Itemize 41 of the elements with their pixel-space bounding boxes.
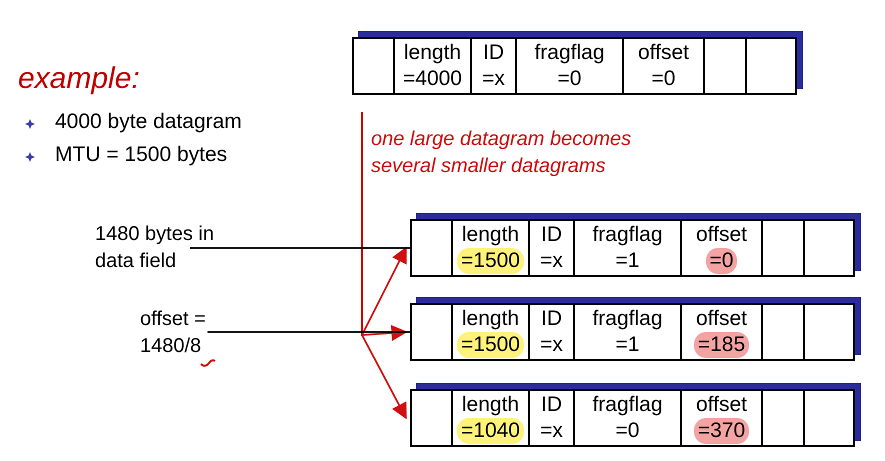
field-name: ID: [541, 222, 562, 248]
field-name: ID: [483, 40, 504, 66]
bullet-text: 4000 byte datagram: [55, 110, 242, 134]
field-value: =1: [616, 332, 640, 358]
field-name: offset: [696, 392, 747, 418]
field-name: length: [462, 306, 520, 332]
field-value: =x: [540, 332, 563, 358]
highlighted-value: =1500: [457, 332, 524, 358]
field-name: fragflag: [592, 222, 663, 248]
highlighted-value: =1040: [457, 418, 524, 444]
field-name: fragflag: [592, 392, 663, 418]
highlighted-value: =185: [694, 332, 750, 358]
highlighted-value: =0: [706, 248, 738, 274]
leader-line: [208, 331, 410, 333]
field-name: ID: [541, 306, 562, 332]
field-name: fragflag: [592, 306, 663, 332]
field-value: =0: [616, 418, 640, 444]
field-name: length: [462, 222, 520, 248]
field-name: ID: [541, 392, 562, 418]
annotation-text: 1480 bytes in data field: [95, 221, 245, 275]
leader-line: [190, 247, 410, 249]
field-value: =0: [652, 66, 676, 92]
field-value: =1: [616, 248, 640, 274]
field-value: =0: [558, 66, 582, 92]
field-value: =x: [540, 248, 563, 274]
field-name: length: [462, 392, 520, 418]
highlighted-value: =370: [694, 418, 750, 444]
annotation-text: offset = 1480/8: [140, 306, 235, 360]
field-name: fragflag: [534, 40, 605, 66]
example-heading: example:: [18, 62, 140, 96]
field-name: length: [404, 40, 462, 66]
field-value: =4000: [403, 66, 462, 92]
highlighted-value: =1500: [457, 248, 524, 274]
arrow: [361, 112, 407, 420]
field-name: offset: [696, 222, 747, 248]
field-name: offset: [696, 306, 747, 332]
field-value: =x: [482, 66, 505, 92]
field-name: offset: [638, 40, 689, 66]
bullet-text: MTU = 1500 bytes: [55, 143, 228, 167]
field-value: =x: [540, 418, 563, 444]
annotation-text: one large datagram becomes several smaller datagrams: [371, 127, 632, 179]
